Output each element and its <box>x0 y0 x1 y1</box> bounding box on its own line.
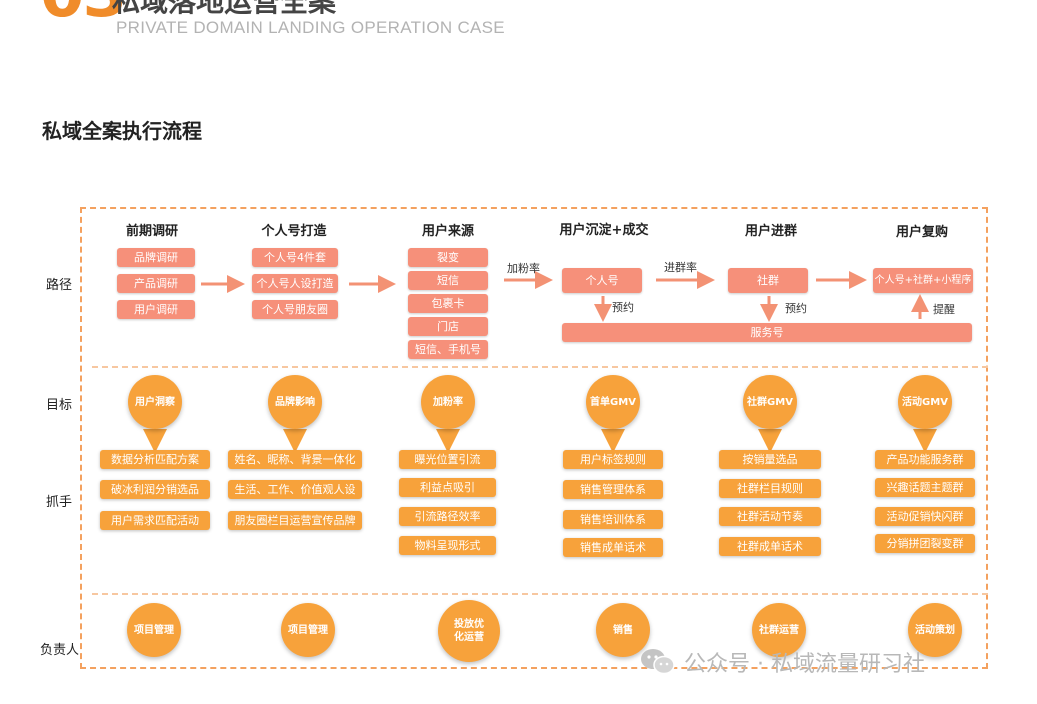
column-header-user-source: 用户来源 <box>421 224 474 239</box>
lever-box: 产品功能服务群 <box>875 450 975 469</box>
lever-box: 破冰利润分销选品 <box>100 480 210 499</box>
path-box-combo: 个人号+社群+小程序 <box>873 268 973 293</box>
owner-circle: 社群运营 <box>752 603 806 657</box>
path-box: 裂变 <box>408 248 488 267</box>
lever-box: 销售成单话术 <box>563 538 663 557</box>
path-box: 短信、手机号 <box>408 340 488 359</box>
lever-box: 分销拼团裂变群 <box>875 534 975 553</box>
lever-box: 社群活动节奏 <box>719 507 821 526</box>
lever-box: 销售培训体系 <box>563 510 663 529</box>
owner-circle: 项目管理 <box>127 603 181 657</box>
divider-2 <box>92 593 988 595</box>
label-follow-rate: 加粉率 <box>507 262 540 275</box>
section-title: 私域全案执行流程 <box>42 119 202 143</box>
owner-circle: 项目管理 <box>281 603 335 657</box>
label-reserve: 预约 <box>612 301 634 314</box>
lever-box: 活动促销快闪群 <box>875 507 975 526</box>
service-account-bar: 服务号 <box>562 323 972 342</box>
watermark: 公众号 · 私域流量研习社 <box>640 646 925 678</box>
lever-box: 用户需求匹配活动 <box>100 511 210 530</box>
row-label-lever: 抓手 <box>46 495 73 510</box>
goal-circle: 首单GMV <box>586 375 640 429</box>
lever-box: 社群栏目规则 <box>719 479 821 498</box>
goal-circle: 加粉率 <box>421 375 475 429</box>
section-number: 03 <box>40 0 127 32</box>
path-box: 门店 <box>408 317 488 336</box>
goal-circle: 社群GMV <box>743 375 797 429</box>
path-box: 产品调研 <box>117 274 195 293</box>
lever-box: 生活、工作、价值观人设 <box>228 480 362 499</box>
row-label-goal: 目标 <box>46 398 73 413</box>
owner-circle: 活动策划 <box>908 603 962 657</box>
label-join-rate: 进群率 <box>664 261 697 274</box>
goal-circle: 品牌影响 <box>268 375 322 429</box>
label-reserve: 预约 <box>785 302 807 315</box>
lever-box: 按销量选品 <box>719 450 821 469</box>
path-box: 品牌调研 <box>117 248 195 267</box>
lever-box: 销售管理体系 <box>563 480 663 499</box>
column-header-repurchase: 用户复购 <box>895 225 948 240</box>
watermark-text: 公众号 · 私域流量研习社 <box>684 652 925 677</box>
label-remind: 提醒 <box>933 303 955 316</box>
lever-box: 数据分析匹配方案 <box>100 450 210 469</box>
wechat-icon <box>641 649 675 675</box>
divider-1 <box>92 366 988 368</box>
path-box: 短信 <box>408 271 488 290</box>
lever-box: 朋友圈栏目运营宣传品牌 <box>228 511 362 530</box>
lever-box: 兴趣话题主题群 <box>875 478 975 497</box>
lever-box: 姓名、昵称、背景一体化 <box>228 450 362 469</box>
path-box: 用户调研 <box>117 300 195 319</box>
path-box: 个人号人设打造 <box>252 274 338 293</box>
page-subtitle: PRIVATE DOMAIN LANDING OPERATION CASE <box>116 18 505 37</box>
goal-circle: 活动GMV <box>898 375 952 429</box>
column-header-personal-account: 个人号打造 <box>261 224 327 239</box>
goal-down-arrow-icon <box>143 429 937 453</box>
lever-box: 物料呈现形式 <box>399 536 496 555</box>
lever-box: 利益点吸引 <box>399 478 496 497</box>
right-arrow-icon <box>201 271 867 293</box>
path-box: 包裹卡 <box>408 294 488 313</box>
flow-frame <box>80 207 988 669</box>
path-box: 个人号4件套 <box>252 248 338 267</box>
path-box-community: 社群 <box>728 268 808 293</box>
path-box-personal-account: 个人号 <box>562 268 642 293</box>
row-label-path: 路径 <box>46 278 73 293</box>
column-header-retention-conversion: 用户沉淀+成交 <box>559 223 649 238</box>
column-header-research: 前期调研 <box>125 224 178 239</box>
down-arrow-icon <box>594 296 778 322</box>
goal-circle: 用户洞察 <box>128 375 182 429</box>
page-title: 私域落地运营全案 <box>112 0 337 18</box>
lever-box: 用户标签规则 <box>563 450 663 469</box>
owner-circle: 投放优化运营 <box>438 600 500 662</box>
lever-box: 曝光位置引流 <box>399 450 496 469</box>
owner-circle: 销售 <box>596 603 650 657</box>
path-box: 个人号朋友圈 <box>252 300 338 319</box>
column-header-join-group: 用户进群 <box>744 224 797 239</box>
lever-box: 引流路径效率 <box>399 507 496 526</box>
row-label-owner: 负责人 <box>40 643 80 658</box>
lever-box: 社群成单话术 <box>719 537 821 556</box>
